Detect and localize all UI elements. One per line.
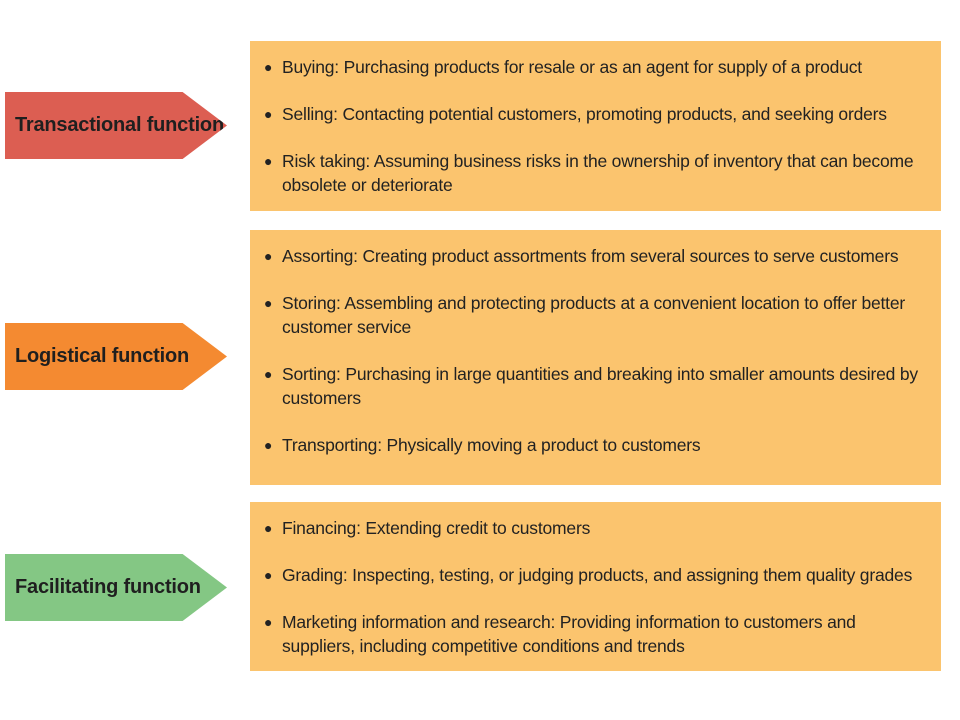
list-item: ●Storing: Assembling and protecting prod… <box>264 293 905 337</box>
bullet-icon: ● <box>264 437 273 453</box>
transactional-function-box: ●Buying: Purchasing products for resale … <box>250 41 941 211</box>
list-item: ●Selling: Contacting potential customers… <box>264 104 887 124</box>
list-item: ●Buying: Purchasing products for resale … <box>264 57 862 77</box>
list-item: ●Transporting: Physically moving a produ… <box>264 435 701 455</box>
list-item: ●Sorting: Purchasing in large quantities… <box>264 364 918 408</box>
bullet-icon: ● <box>264 614 273 630</box>
logistical-function-label: Logistical function <box>15 345 189 367</box>
logistical-function-arrow: Logistical function <box>5 323 227 390</box>
bullet-icon: ● <box>264 567 273 583</box>
facilitating-function-box: ●Financing: Extending credit to customer… <box>250 502 941 671</box>
transactional-function-arrow: Transactional function <box>5 92 227 159</box>
bullet-icon: ● <box>264 295 273 311</box>
bullet-icon: ● <box>264 366 273 382</box>
list-item: ●Assorting: Creating product assortments… <box>264 246 899 266</box>
list-item: ●Risk taking: Assuming business risks in… <box>264 151 914 195</box>
list-item: ●Financing: Extending credit to customer… <box>264 518 591 538</box>
list-item: ●Marketing information and research: Pro… <box>264 612 856 656</box>
bullet-icon: ● <box>264 59 273 75</box>
facilitating-function-label: Facilitating function <box>15 576 201 598</box>
facilitating-function-arrow: Facilitating function <box>5 554 227 621</box>
bullet-icon: ● <box>264 153 273 169</box>
bullet-icon: ● <box>264 520 273 536</box>
bullet-icon: ● <box>264 248 273 264</box>
logistical-function-box: ●Assorting: Creating product assortments… <box>250 230 941 485</box>
list-item: ●Grading: Inspecting, testing, or judgin… <box>264 565 913 585</box>
transactional-function-label: Transactional function <box>15 114 224 136</box>
bullet-icon: ● <box>264 106 273 122</box>
